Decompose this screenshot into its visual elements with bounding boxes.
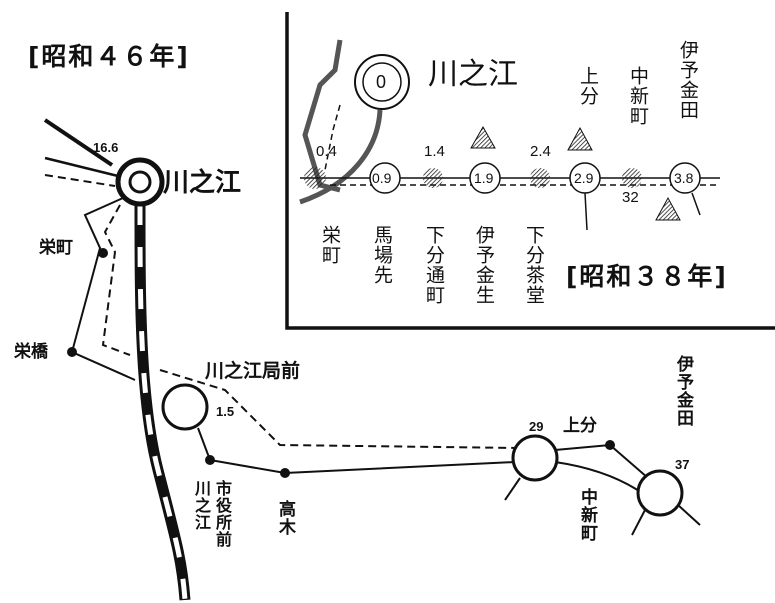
incoming-road-line [44,156,119,178]
stop-label: 栄橋 [14,342,48,362]
stop-label: 川之江 [192,480,211,531]
stop-dot [605,440,615,450]
old-route-dashed [159,369,521,449]
stop-label: 下分茶堂 [523,225,545,305]
stop-label: 伊予金田 [677,40,699,120]
railway-line [134,204,191,601]
stop-label: 栄町 [39,238,73,258]
incoming-road-line [43,118,114,167]
distance-label: 29 [529,419,544,434]
distance-label: 1.5 [216,404,235,419]
old-route-dashed [44,174,116,187]
stop-label: 上分 [577,66,599,106]
stop-label: 馬場先 [371,225,393,285]
distance-label: 2.4 [530,143,551,160]
triangle-marker [655,196,681,221]
distance-label: 2.9 [574,170,594,186]
stop-label: 栄町 [319,225,341,265]
triangle-marker [567,126,593,151]
stop-marker [369,162,401,194]
stop-label: 伊予金田 [673,355,693,427]
road-line [299,109,383,205]
stop-label: 高木 [275,500,295,536]
minor-stop-marker [622,168,642,188]
stop-label: 下分通町 [423,225,445,305]
road-line [302,39,343,193]
distance-label: 3.8 [674,170,694,186]
new-route-line [197,427,516,475]
new-route-line [554,461,646,496]
stop-marker [469,162,501,194]
stop-marker [569,162,601,194]
terminal-label: 川之江 [163,168,242,198]
stop-marker [161,383,209,431]
distance-label: 0 [376,72,387,92]
map-1963-inset [285,12,775,330]
map-1971-lines [43,118,701,601]
new-route-line [70,197,136,381]
old-route-dashed [101,204,131,356]
stop-marker [669,162,701,194]
stop-label: 川之江局前 [205,360,301,382]
stop-dot [280,468,290,478]
distance-label: 0.4 [316,143,337,160]
map-1971-title: [昭和４６年] [28,42,190,71]
inset-border [285,12,775,330]
map-1963-title: [昭和３８年] [566,262,728,291]
stop-dot [205,455,215,465]
distance-label: 1.9 [474,170,494,186]
stop-marker [511,434,559,482]
distance-label: 37 [675,457,690,472]
stop-label: 上分 [563,416,597,436]
distance-label: 16.6 [93,140,119,155]
minor-stop-marker [423,168,443,188]
minor-stop-marker [304,167,326,189]
stop-dot [67,347,77,357]
terminal-label: 川之江 [428,57,518,92]
distance-label: 1.4 [424,143,445,160]
stop-label: 伊予金生 [473,225,495,305]
stop-label: 市役所前 [213,480,232,548]
minor-stop-marker [530,168,550,188]
stop-marker [636,469,684,517]
distance-label: 0.9 [372,170,392,186]
distance-label: 32 [622,189,639,206]
triangle-marker [470,125,496,149]
stop-dot [98,248,108,258]
stop-label: 中新町 [627,66,649,126]
stop-label: 中新町 [577,488,597,542]
